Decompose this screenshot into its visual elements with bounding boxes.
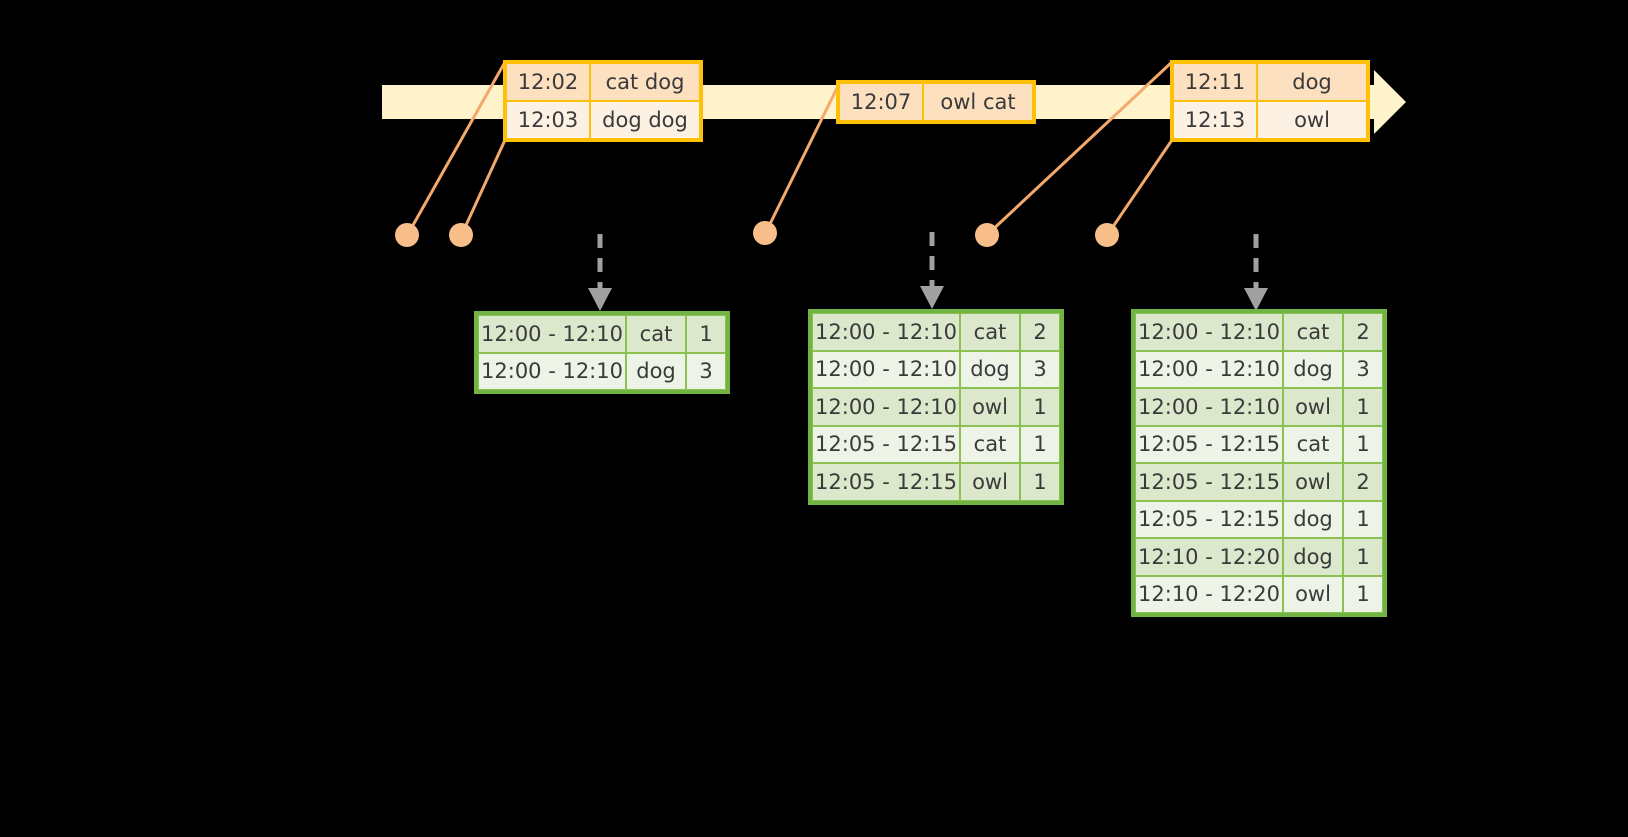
event-value: owl <box>1257 101 1367 139</box>
cell-key: owl <box>1283 388 1343 426</box>
cell-count: 3 <box>1343 350 1383 388</box>
cell-key: cat <box>626 315 686 353</box>
cell-key: dog <box>626 352 686 390</box>
cell-window: 12:05 - 12:15 <box>812 425 960 463</box>
cell-window: 12:00 - 12:10 <box>812 388 960 426</box>
event-marker-dot-1 <box>395 223 419 247</box>
cell-window: 12:10 - 12:20 <box>1135 538 1283 576</box>
event-row: 12:03 dog dog <box>506 101 700 139</box>
cell-key: owl <box>960 388 1020 426</box>
cell-count: 3 <box>686 352 726 390</box>
event-marker-dot-2 <box>449 223 473 247</box>
cell-window: 12:00 - 12:10 <box>1135 388 1283 426</box>
cell-count: 1 <box>1020 388 1060 426</box>
cell-key: owl <box>1283 463 1343 501</box>
cell-count: 1 <box>1343 538 1383 576</box>
cell-count: 1 <box>1020 425 1060 463</box>
cell-count: 1 <box>686 315 726 353</box>
cell-key: cat <box>1283 425 1343 463</box>
cell-key: cat <box>960 425 1020 463</box>
event-time: 12:07 <box>839 83 923 121</box>
event-value: cat dog <box>590 63 700 101</box>
event-row: 12:11 dog <box>1173 63 1367 101</box>
cell-count: 1 <box>1343 575 1383 613</box>
event-box-group-1: 12:02 cat dog 12:03 dog dog <box>503 60 703 142</box>
cell-count: 2 <box>1343 463 1383 501</box>
cell-window: 12:00 - 12:10 <box>478 352 626 390</box>
event-box-group-3: 12:11 dog 12:13 owl <box>1170 60 1370 142</box>
cell-count: 1 <box>1343 500 1383 538</box>
cell-count: 2 <box>1343 313 1383 351</box>
event-marker-dot-5 <box>1095 223 1119 247</box>
cell-window: 12:00 - 12:10 <box>478 315 626 353</box>
cell-window: 12:05 - 12:15 <box>1135 463 1283 501</box>
cell-key: dog <box>1283 538 1343 576</box>
cell-window: 12:00 - 12:10 <box>812 350 960 388</box>
event-row: 12:02 cat dog <box>506 63 700 101</box>
cell-key: dog <box>1283 350 1343 388</box>
cell-window: 12:05 - 12:15 <box>1135 425 1283 463</box>
cell-key: cat <box>1283 313 1343 351</box>
event-value: owl cat <box>923 83 1033 121</box>
cell-count: 1 <box>1343 388 1383 426</box>
cell-count: 2 <box>1020 313 1060 351</box>
cell-window: 12:00 - 12:10 <box>1135 313 1283 351</box>
cell-count: 1 <box>1343 425 1383 463</box>
event-time: 12:11 <box>1173 63 1257 101</box>
dashed-arrows <box>588 232 1268 311</box>
cell-window: 12:00 - 12:10 <box>1135 350 1283 388</box>
event-marker-dot-3 <box>753 221 777 245</box>
event-time: 12:03 <box>506 101 590 139</box>
event-value: dog <box>1257 63 1367 101</box>
cell-key: dog <box>1283 500 1343 538</box>
cell-window: 12:05 - 12:15 <box>812 463 960 501</box>
cell-window: 12:10 - 12:20 <box>1135 575 1283 613</box>
event-time: 12:02 <box>506 63 590 101</box>
event-value: dog dog <box>590 101 700 139</box>
event-time: 12:13 <box>1173 101 1257 139</box>
event-row: 12:13 owl <box>1173 101 1367 139</box>
cell-window: 12:00 - 12:10 <box>812 313 960 351</box>
event-marker-dot-4 <box>975 223 999 247</box>
cell-key: owl <box>1283 575 1343 613</box>
cell-key: cat <box>960 313 1020 351</box>
event-box-group-2: 12:07 owl cat <box>836 80 1036 124</box>
cell-count: 1 <box>1020 463 1060 501</box>
event-row: 12:07 owl cat <box>839 83 1033 121</box>
cell-key: dog <box>960 350 1020 388</box>
cell-window: 12:05 - 12:15 <box>1135 500 1283 538</box>
cell-key: owl <box>960 463 1020 501</box>
cell-count: 3 <box>1020 350 1060 388</box>
